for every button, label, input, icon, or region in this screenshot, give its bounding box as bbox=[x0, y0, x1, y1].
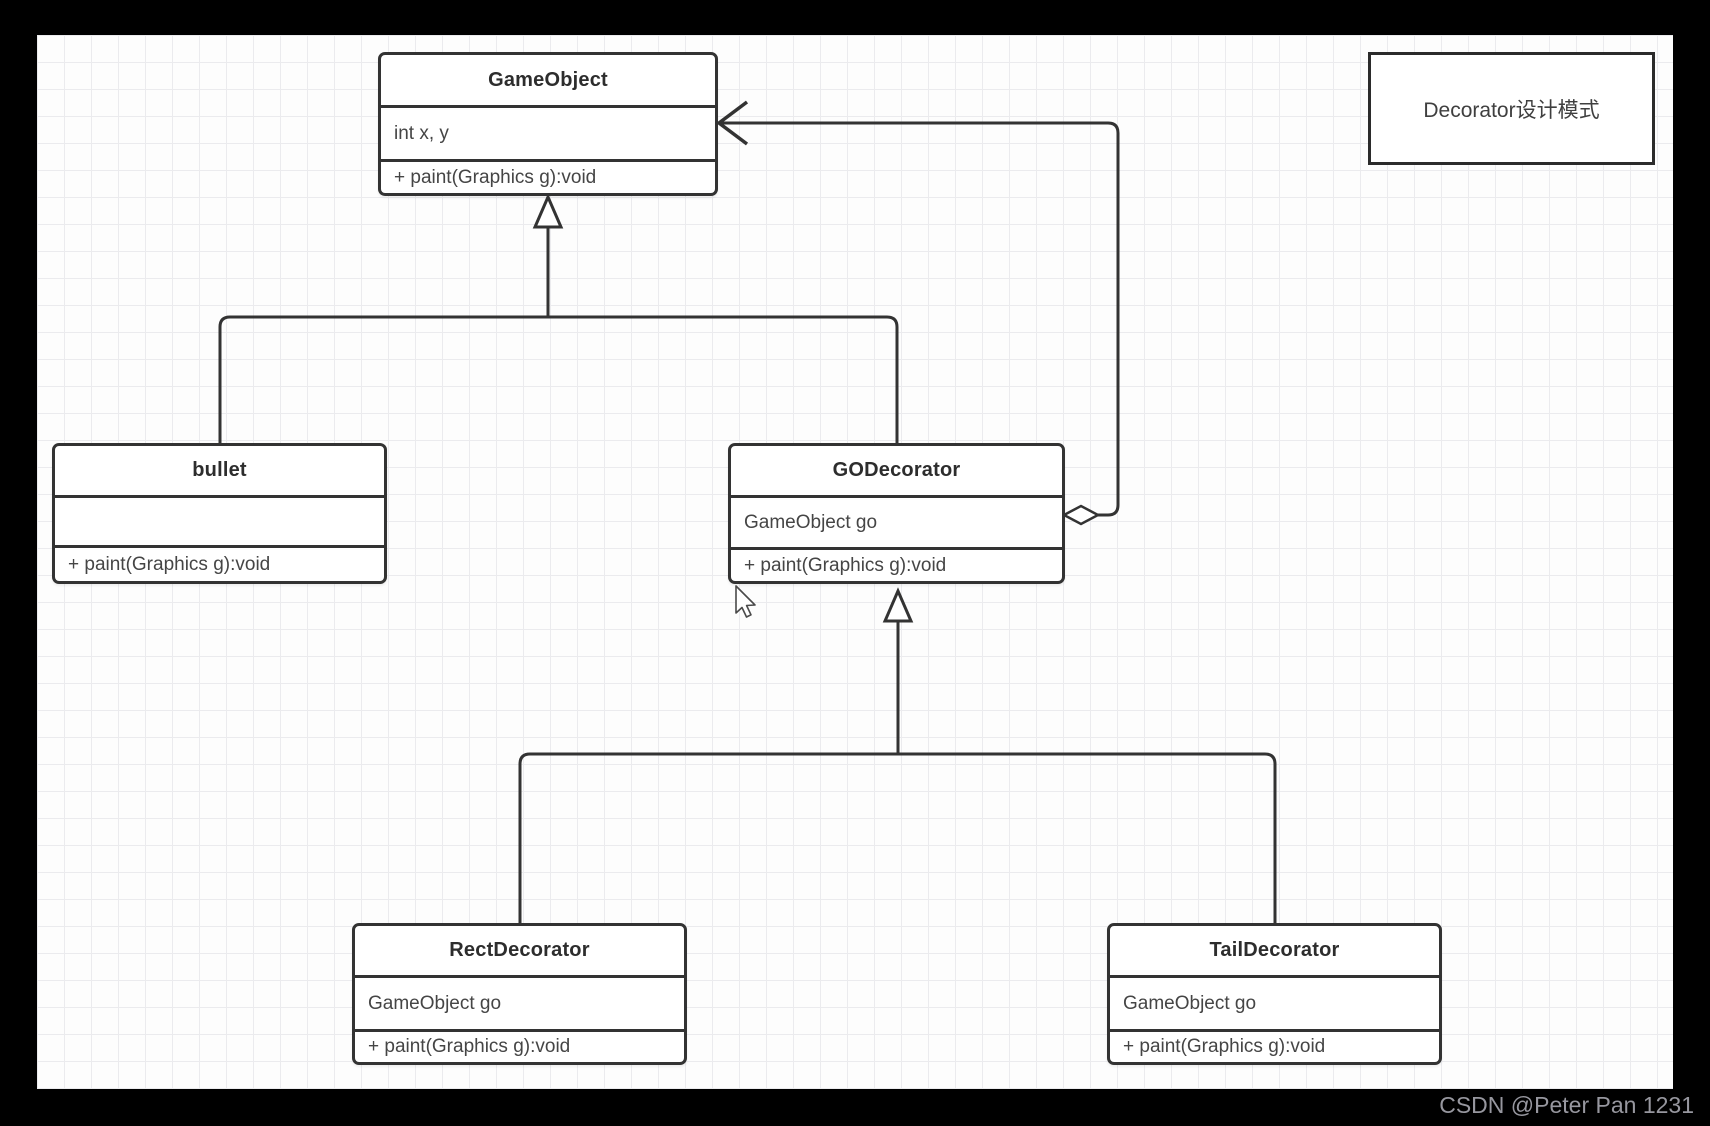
class-name: TailDecorator bbox=[1209, 939, 1340, 961]
class-name: bullet bbox=[192, 459, 247, 481]
note-box[interactable]: Decorator设计模式 bbox=[1368, 52, 1655, 165]
class-method: + paint(Graphics g):void bbox=[355, 1029, 684, 1062]
class-attribute: GameObject go bbox=[1110, 975, 1439, 1029]
class-attribute bbox=[55, 495, 384, 545]
class-attribute: GameObject go bbox=[355, 975, 684, 1029]
class-name: GameObject bbox=[488, 68, 608, 91]
class-attribute: int x, y bbox=[381, 105, 715, 159]
class-method: + paint(Graphics g):void bbox=[1110, 1029, 1439, 1062]
class-name: GODecorator bbox=[832, 459, 961, 481]
class-attribute: GameObject go bbox=[731, 495, 1062, 547]
class-box-gameobject[interactable]: GameObject int x, y + paint(Graphics g):… bbox=[378, 52, 718, 196]
class-box-bullet[interactable]: bullet + paint(Graphics g):void bbox=[52, 443, 387, 584]
class-method: + paint(Graphics g):void bbox=[731, 547, 1062, 581]
class-name: RectDecorator bbox=[449, 939, 590, 961]
class-box-godecorator[interactable]: GODecorator GameObject go + paint(Graphi… bbox=[728, 443, 1065, 584]
class-box-taildecorator[interactable]: TailDecorator GameObject go + paint(Grap… bbox=[1107, 923, 1442, 1065]
note-text: Decorator设计模式 bbox=[1423, 98, 1600, 122]
class-method: + paint(Graphics g):void bbox=[381, 159, 715, 193]
class-box-rectdecorator[interactable]: RectDecorator GameObject go + paint(Grap… bbox=[352, 923, 687, 1065]
watermark: CSDN @Peter Pan 1231 bbox=[1439, 1092, 1694, 1118]
class-method: + paint(Graphics g):void bbox=[55, 545, 384, 581]
